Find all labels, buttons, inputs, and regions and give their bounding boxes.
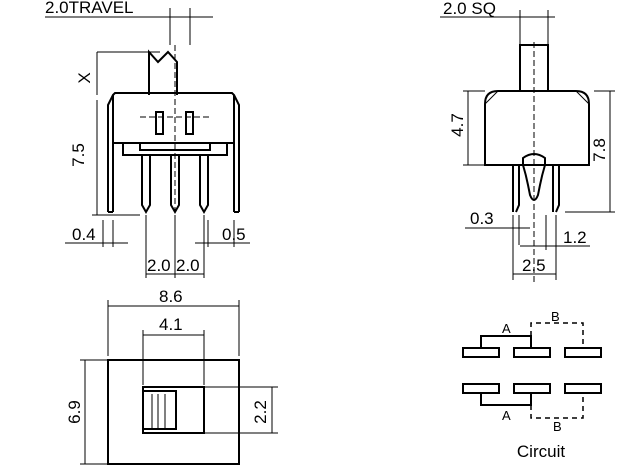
path-b-top bbox=[530, 322, 584, 348]
contact-bottom-3 bbox=[564, 383, 602, 394]
slot-length-label: 4.1 bbox=[159, 315, 183, 334]
pitch-2-label: 2.0 bbox=[176, 256, 200, 275]
front-leg-right-outer bbox=[233, 94, 240, 212]
label-b-bottom: B bbox=[553, 419, 562, 434]
contact-bottom-1 bbox=[462, 383, 500, 394]
height-label: 7.5 bbox=[69, 143, 88, 167]
offset-right-label: 0.5 bbox=[222, 225, 246, 244]
pin-width-label: 0.3 bbox=[470, 209, 494, 228]
contact-bottom-2 bbox=[513, 383, 551, 394]
pin-span-label: 2.5 bbox=[522, 256, 546, 275]
front-window-right bbox=[185, 111, 194, 135]
slot-width-label: 2.2 bbox=[251, 400, 270, 424]
front-leg-left-outer bbox=[107, 94, 114, 212]
total-height-label: 7.8 bbox=[590, 138, 609, 162]
front-terminal-base-inner bbox=[139, 142, 211, 151]
actuator-size-label: 2.0 SQ bbox=[443, 0, 496, 18]
side-contact bbox=[522, 153, 546, 201]
front-pin-1 bbox=[141, 155, 151, 215]
label-b-top: B bbox=[551, 309, 560, 324]
path-a-bottom bbox=[480, 393, 532, 406]
front-view: 2.0TRAVEL X 7.5 0.4 bbox=[45, 0, 250, 278]
top-body bbox=[107, 359, 240, 465]
label-a-top: A bbox=[502, 321, 511, 336]
side-view: 2.0 SQ 4.7 7.8 0.3 1.2 bbox=[440, 0, 615, 285]
contact-top-1 bbox=[462, 347, 500, 358]
x-label: X bbox=[75, 72, 94, 83]
side-pin-right bbox=[552, 164, 560, 213]
front-body bbox=[112, 92, 235, 144]
length-label: 8.6 bbox=[159, 287, 183, 306]
side-pin-left bbox=[512, 164, 520, 213]
side-body-fillet-left bbox=[484, 90, 499, 105]
label-a-bottom: A bbox=[502, 408, 511, 423]
offset-left-label: 0.4 bbox=[72, 225, 96, 244]
circuit-title: Circuit bbox=[517, 442, 565, 461]
pitch-1-label: 2.0 bbox=[147, 256, 171, 275]
front-actuator bbox=[148, 49, 178, 95]
pin-thick-label: 1.2 bbox=[563, 228, 587, 247]
contact-top-2 bbox=[513, 347, 551, 358]
travel-label: 2.0TRAVEL bbox=[45, 0, 134, 17]
body-height-label: 4.7 bbox=[448, 113, 467, 137]
side-body-fillet-right bbox=[575, 90, 590, 105]
path-a-top bbox=[480, 335, 532, 348]
front-pin-3 bbox=[199, 155, 209, 215]
circuit-diagram: A B A B Circuit bbox=[462, 309, 602, 461]
path-b-bottom bbox=[530, 393, 584, 419]
front-window-left bbox=[155, 111, 164, 135]
top-slider bbox=[142, 390, 177, 430]
contact-top-3 bbox=[564, 347, 602, 358]
front-pin-2 bbox=[170, 155, 180, 215]
top-view: 8.6 4.1 6.9 2.2 bbox=[65, 287, 278, 465]
width-label: 6.9 bbox=[65, 400, 84, 424]
